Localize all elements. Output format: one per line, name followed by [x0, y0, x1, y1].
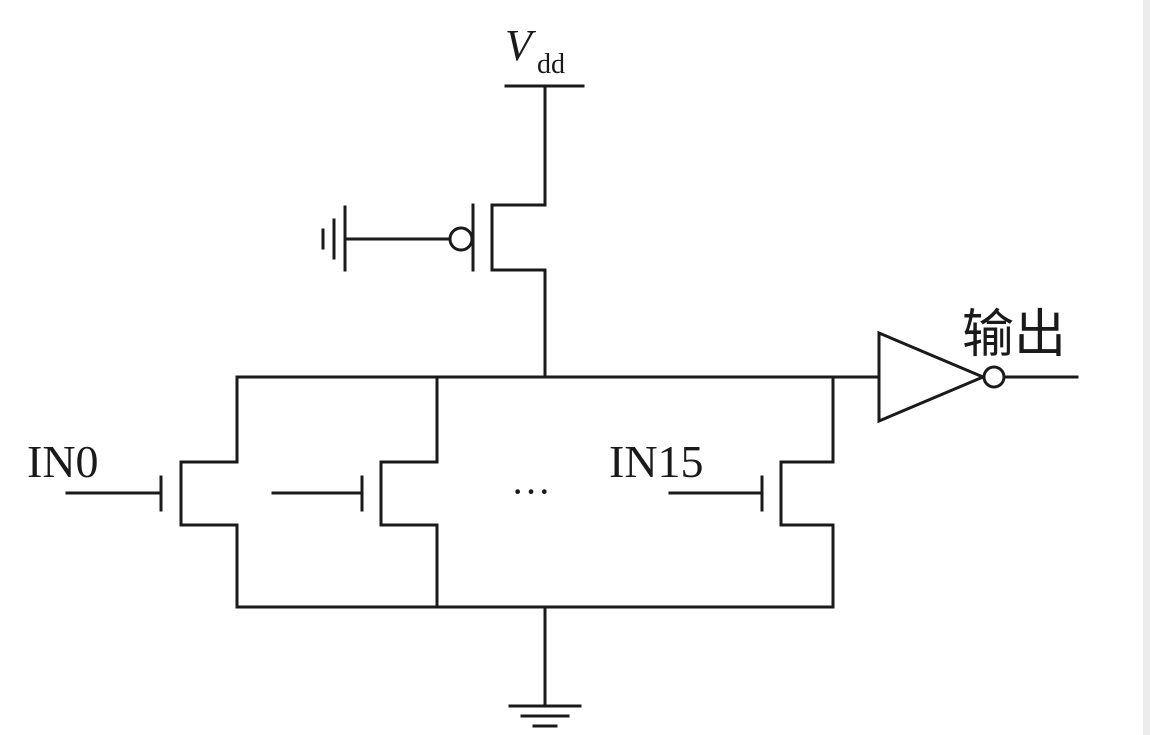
output-label: 输出	[962, 305, 1066, 365]
ellipsis: ···	[511, 469, 551, 514]
inverter-bubble	[982, 365, 1006, 389]
ground-symbol	[508, 605, 582, 728]
pmos-channel	[490, 203, 547, 272]
pmos-pullup-transistor	[321, 203, 547, 379]
vdd-label: V	[505, 21, 537, 70]
nmos-in1-channel	[379, 460, 439, 527]
output-inverter: 输出	[877, 305, 1079, 424]
right-edge-rail	[1143, 0, 1150, 735]
inverter-triangle	[877, 330, 987, 424]
nmos-in0-transistor: IN0	[27, 375, 239, 609]
nmos-in1-transistor	[271, 375, 439, 609]
nmos-in15-transistor: IN15	[609, 375, 835, 609]
nmos-in0-channel	[179, 460, 239, 527]
in15-label: IN15	[609, 436, 704, 487]
nmos-in15-channel	[779, 460, 835, 527]
pmos-gate-bubble	[448, 226, 474, 252]
in0-label: IN0	[27, 436, 99, 487]
vdd-supply: V dd	[504, 21, 585, 207]
vdd-subscript: dd	[537, 49, 565, 80]
